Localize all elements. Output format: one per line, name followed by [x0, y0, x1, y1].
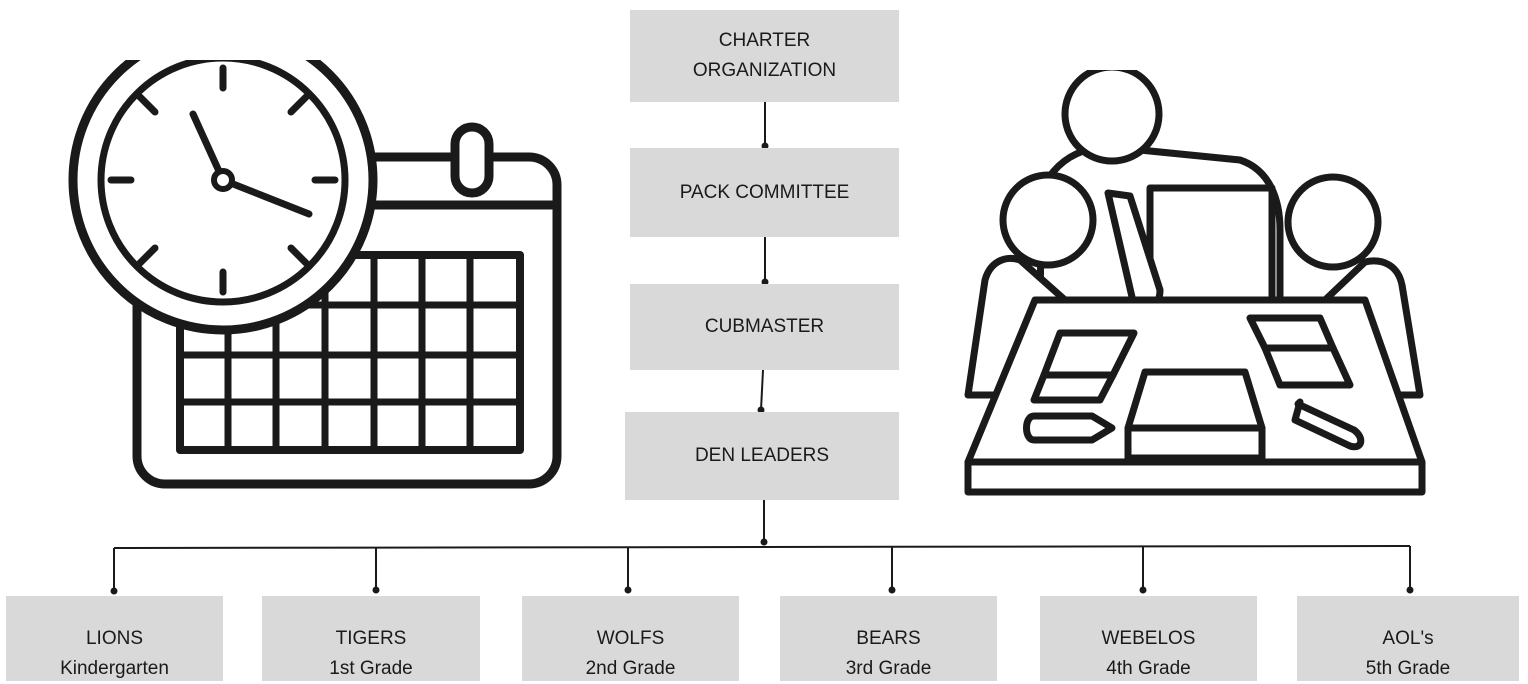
den-name: WOLFS: [596, 628, 665, 649]
den-box-aols: AOL's 5th Grade: [1297, 596, 1519, 681]
den-box-tigers: TIGERS 1st Grade: [262, 596, 480, 681]
den-name: LIONS: [85, 628, 144, 649]
charter-organization-box: CHARTER ORGANIZATION: [630, 10, 899, 102]
box-label-line: DEN LEADERS: [694, 445, 830, 466]
den-box-wolfs: WOLFS 2nd Grade: [522, 596, 739, 681]
den-grade: 2nd Grade: [585, 658, 676, 679]
den-grade: 3rd Grade: [845, 658, 932, 679]
den-leaders-box: DEN LEADERS: [625, 412, 899, 500]
den-grade: 5th Grade: [1365, 658, 1451, 679]
box-label-line: CHARTER: [718, 30, 811, 51]
den-box-webelos: WEBELOS 4th Grade: [1040, 596, 1257, 681]
pack-committee-box: PACK COMMITTEE: [630, 148, 899, 237]
den-box-bears: BEARS 3rd Grade: [780, 596, 997, 681]
cubmaster-box: CUBMASTER: [630, 284, 899, 370]
den-name: TIGERS: [335, 628, 407, 649]
meeting-table-icon: [964, 70, 1426, 496]
box-label-line: CUBMASTER: [704, 316, 825, 337]
den-grade: 4th Grade: [1106, 658, 1191, 679]
den-name: WEBELOS: [1101, 628, 1196, 649]
den-grade: Kindergarten: [60, 658, 169, 679]
clock-calendar-icon: [68, 60, 562, 489]
den-box-lions: LIONS Kindergarten: [6, 596, 223, 681]
den-name: AOL's: [1382, 628, 1434, 649]
box-label-line: ORGANIZATION: [692, 60, 837, 81]
den-name: BEARS: [856, 628, 921, 649]
den-grade: 1st Grade: [329, 658, 413, 679]
box-label-line: PACK COMMITTEE: [679, 181, 850, 203]
